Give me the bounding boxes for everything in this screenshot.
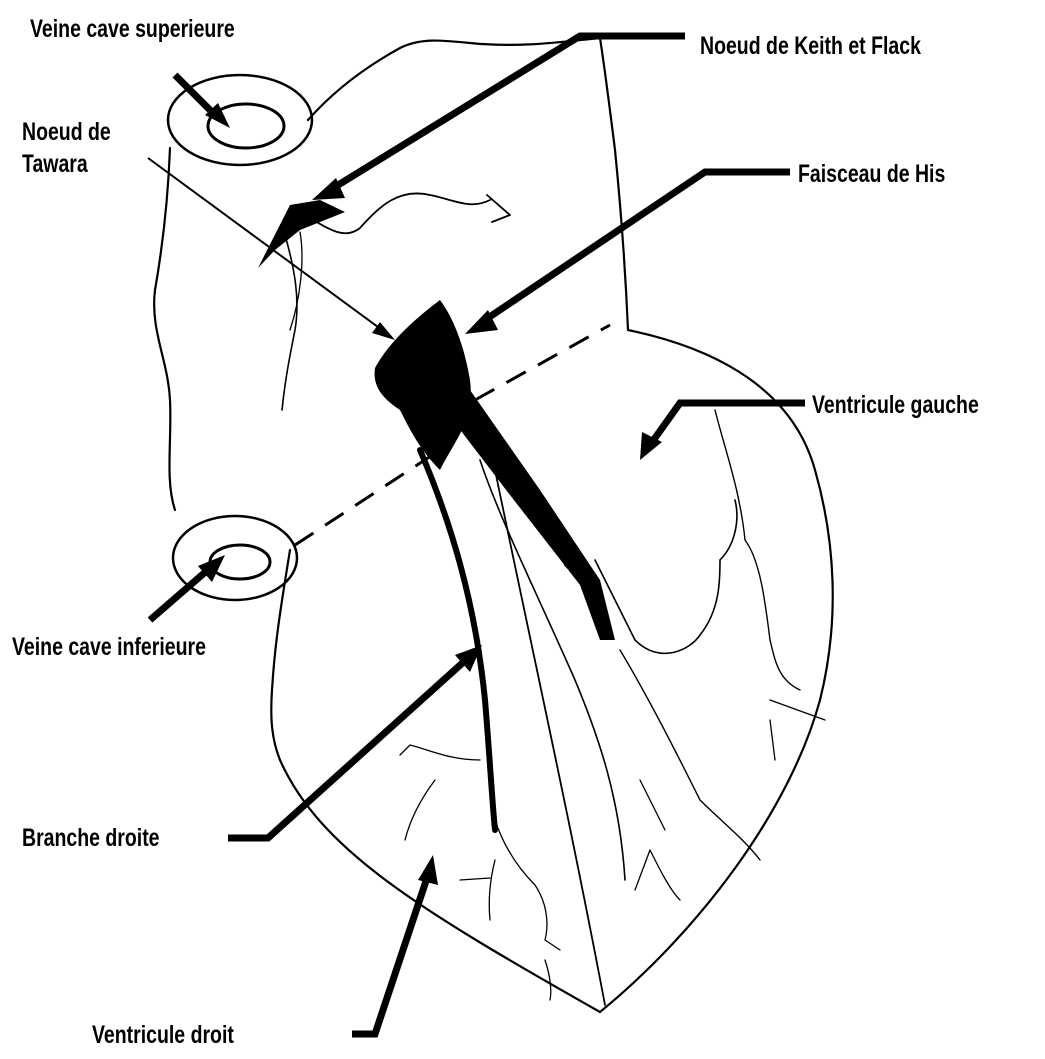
- label-noeud-keith-flack: Noeud de Keith et Flack: [700, 32, 921, 60]
- labels: Veine cave superieure Noeud de Keith et …: [12, 15, 979, 1049]
- leader-arrows: [148, 36, 805, 1034]
- right-bundle-branch: [400, 450, 560, 1000]
- atrium-outline: [308, 38, 628, 330]
- label-ventricule-gauche: Ventricule gauche: [812, 391, 979, 419]
- label-noeud-tawara-1: Noeud de: [22, 118, 111, 146]
- right-branch-twig-3: [495, 820, 560, 950]
- arrow-bd-shaft: [228, 658, 468, 838]
- arrow-vd-head: [418, 855, 438, 885]
- right-branch-twig-5: [460, 878, 490, 880]
- label-veine-cave-superieure: Veine cave superieure: [30, 15, 235, 43]
- atrial-pathway-arrowhead: [487, 195, 510, 222]
- right-ventricle-outline: [280, 760, 600, 1012]
- svc-left-wall: [154, 148, 175, 510]
- label-branche-droite: Branche droite: [22, 824, 160, 852]
- arrow-tawara-line: [148, 158, 382, 330]
- arrow-keith-shaft: [330, 36, 685, 190]
- arrow-vd-shaft: [352, 875, 428, 1034]
- label-veine-cave-inferieure: Veine cave inferieure: [12, 633, 206, 661]
- label-ventricule-droit: Ventricule droit: [92, 1021, 234, 1049]
- right-branch-twig-2: [405, 780, 435, 840]
- left-branch-twig-1: [635, 850, 680, 900]
- label-faisceau-his: Faisceau de His: [798, 160, 945, 188]
- right-branch-twig-4: [489, 860, 495, 920]
- left-branch-septal-2: [620, 650, 760, 860]
- arrow-his-shaft: [482, 172, 790, 322]
- label-noeud-tawara-2: Tawara: [22, 150, 88, 178]
- dashed-line-upper: [475, 325, 610, 400]
- right-bundle-main: [420, 450, 495, 830]
- av-node-mass: [375, 300, 615, 640]
- left-branch-twig-2: [640, 780, 665, 830]
- septum-line: [495, 470, 605, 1005]
- left-ventricle-outline: [600, 330, 833, 1012]
- atrioventricular-groove: [595, 500, 737, 653]
- right-branch-twig-1: [400, 745, 480, 760]
- dashed-line-lower: [295, 450, 440, 545]
